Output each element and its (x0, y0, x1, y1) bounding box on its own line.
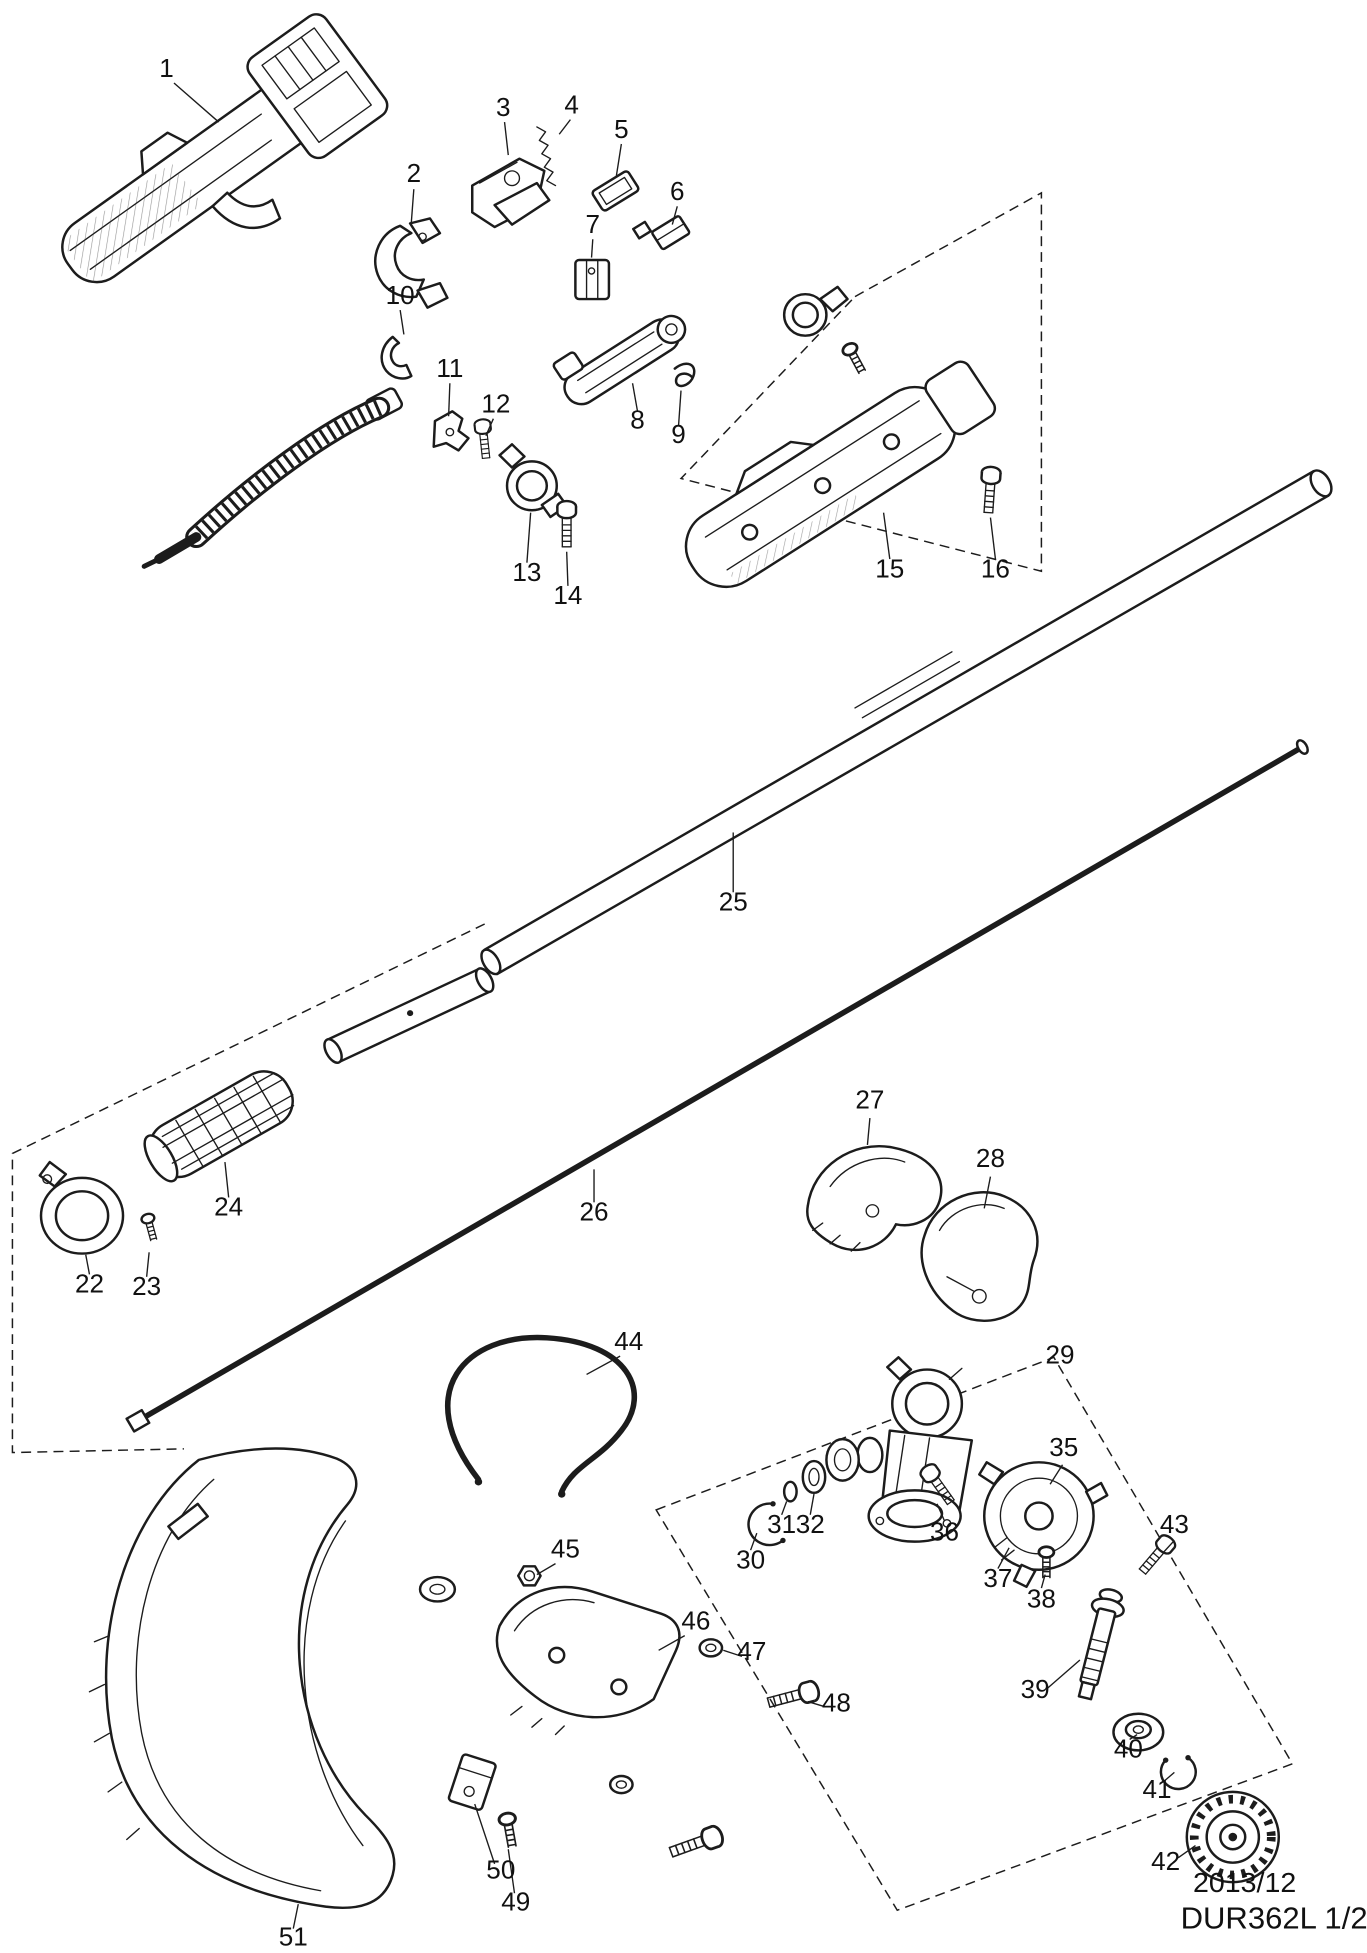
part-callout: 42 (1151, 1848, 1180, 1876)
part-callout: 22 (75, 1271, 104, 1299)
part-49-screw-drawing (496, 1810, 522, 1850)
part-callout: 48 (822, 1690, 851, 1718)
part-callout: 8 (630, 407, 645, 435)
dashed-group-lines (11, 191, 1294, 1912)
part-callout: 13 (512, 559, 541, 587)
part-11-drawing (432, 410, 470, 452)
part-4-spring-drawing (536, 126, 557, 187)
part-callout: 15 (875, 556, 904, 584)
bearing-set-drawing (747, 1437, 860, 1547)
part-14-bolt-drawing (556, 499, 578, 549)
part-46-extension-drawing (495, 1585, 681, 1736)
part-25-pipe-drawing (480, 469, 1333, 976)
part-22-clamp-drawing (38, 1160, 125, 1255)
part-callout: 26 (580, 1199, 609, 1227)
part-callout: 27 (855, 1087, 884, 1115)
part-callout: 47 (737, 1638, 766, 1666)
leader-lines (85, 82, 1196, 1929)
part-42-spool-drawing (1185, 1790, 1281, 1884)
part-48-bolt-drawing (764, 1678, 823, 1714)
part-callout: 7 (586, 211, 601, 239)
part-50-plate-drawing (447, 1753, 497, 1811)
footer-model: DUR362L 1/2 (1181, 1901, 1367, 1936)
part-27-cover-drawing (806, 1145, 943, 1252)
part-callout: 25 (719, 889, 748, 917)
part-callout: 29 (1046, 1342, 1075, 1370)
part-23-screw-drawing (139, 1211, 162, 1243)
part-callout: 11 (436, 355, 463, 383)
part-44-wire-drawing (445, 1334, 638, 1498)
part-callout: 9 (671, 421, 686, 449)
part-callout: 40 (1114, 1736, 1143, 1764)
part-3-drawing (470, 157, 551, 229)
part-callout: 51 (279, 1924, 308, 1952)
part-callout: 2 (407, 160, 422, 188)
part-39-spindle-drawing (1077, 1588, 1125, 1701)
part-callout: 3 (496, 94, 511, 122)
footer-date: 2013/12 (1193, 1867, 1296, 1899)
part-callout: 45 (551, 1536, 580, 1564)
part-2-drawing (374, 217, 449, 309)
part-callout: 44 (614, 1328, 643, 1356)
gear-case-drawing (856, 1356, 974, 1543)
part-35-protector-drawing (978, 1461, 1109, 1589)
part-callout: 12 (481, 391, 510, 419)
part-callout: 36 (930, 1519, 959, 1547)
part-callouts: 1 2 3 4 5 6 7 8 9 10 11 12 13 14 15 16 2… (75, 55, 1189, 1952)
part-callout: 4 (564, 92, 579, 120)
part-43-bolt-drawing (1134, 1531, 1179, 1579)
part-callout: 10 (386, 282, 415, 310)
part-9-spring-drawing (673, 362, 696, 388)
part-6-drawing (632, 215, 691, 251)
part-28-cover-drawing (920, 1191, 1039, 1322)
part-5-drawing (591, 170, 640, 212)
part-8-drawing (552, 314, 687, 406)
flexible-tube-drawing (141, 387, 404, 569)
washer-drawing (608, 1774, 634, 1795)
part-15-clamp-drawing (782, 285, 849, 337)
part-callout: 49 (501, 1888, 530, 1916)
part-callout: 31 (767, 1511, 796, 1539)
part-callout: 30 (736, 1547, 765, 1575)
part-40-washer-drawing (1112, 1712, 1165, 1752)
part-callout: 16 (981, 556, 1010, 584)
part-callout: 38 (1027, 1586, 1056, 1614)
part-10-drawing (380, 335, 413, 380)
part-callout: 14 (553, 582, 582, 610)
part-16-bolt-drawing (977, 465, 1003, 515)
part-callout: 6 (670, 178, 685, 206)
bolt-drawing (666, 1822, 727, 1864)
part-callout: 1 (159, 55, 174, 83)
part-47-washer-drawing (698, 1638, 724, 1658)
part-callout: 39 (1021, 1676, 1050, 1704)
part-45-nut-drawing (516, 1565, 542, 1587)
part-callout: 24 (214, 1194, 243, 1222)
part-26-shaft-drawing (125, 739, 1309, 1433)
part-callout: 35 (1049, 1434, 1078, 1462)
part-41-ring-drawing (1159, 1755, 1197, 1791)
part-callout: 43 (1160, 1511, 1189, 1539)
part-1-handle-drawing (60, 13, 389, 284)
part-51-guard-drawing (88, 1447, 457, 1909)
part-7-drawing (574, 258, 611, 301)
part-callout: 5 (614, 116, 629, 144)
part-24-grip-drawing (143, 1070, 295, 1183)
pipe-sleeve-drawing (323, 967, 495, 1064)
part-callout: 46 (681, 1608, 710, 1636)
part-callout: 37 (983, 1565, 1012, 1593)
part-callout: 41 (1142, 1776, 1171, 1804)
part-callout: 28 (976, 1145, 1005, 1173)
part-15-housing-drawing (684, 360, 997, 589)
part-13-clamp-drawing (498, 443, 568, 519)
part-callout: 50 (486, 1857, 515, 1885)
part-callout: 23 (132, 1273, 161, 1301)
part-callout: 32 (796, 1511, 825, 1539)
housing-screw-drawing (839, 339, 871, 377)
